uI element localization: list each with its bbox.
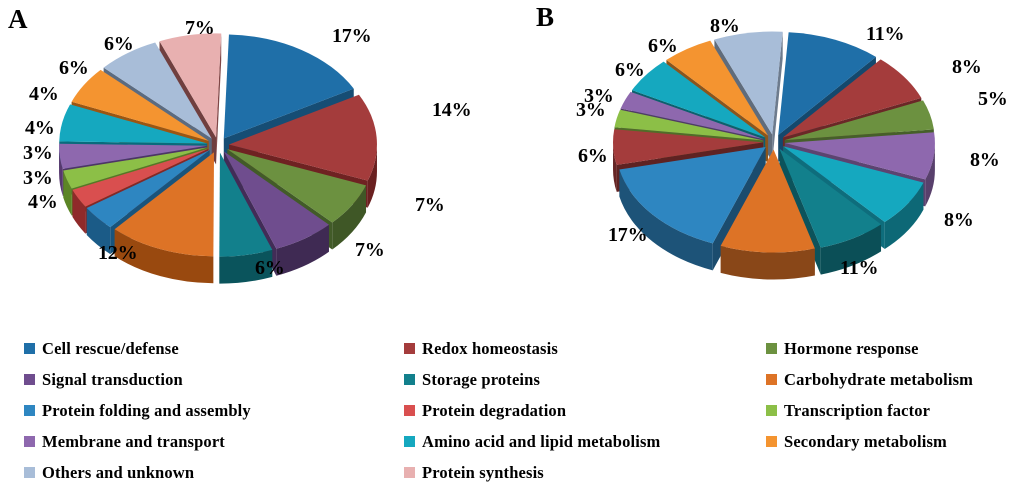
pie-percent-label: 8% (952, 56, 982, 78)
pie-percent-label: 3% (576, 99, 606, 121)
pie-chart-b (613, 31, 935, 280)
legend-item-label: Redox homeostasis (422, 338, 558, 358)
pie-percent-label: 8% (710, 15, 740, 37)
legend-item-label: Cell rescue/defense (42, 338, 179, 358)
legend-swatch-icon (24, 405, 35, 416)
panel-a-letter: A (8, 4, 28, 34)
legend-swatch-icon (404, 436, 415, 447)
legend-item-label: Amino acid and lipid metabolism (422, 431, 661, 451)
pie-percent-label: 8% (944, 209, 974, 231)
pie-percent-label: 12% (98, 242, 138, 264)
legend-swatch-icon (766, 436, 777, 447)
pie-percent-label: 3% (23, 167, 53, 189)
legend-item-label: Signal transduction (42, 369, 183, 389)
panel-b-letter: B (536, 2, 555, 32)
pie-percent-label: 14% (432, 99, 472, 121)
pie-percent-label: 7% (355, 239, 385, 261)
pie-percent-label: 11% (866, 23, 905, 45)
pie-percent-label: 3% (23, 142, 53, 164)
panel-b: B (512, 0, 1024, 320)
pie-percent-label: 6% (59, 57, 89, 79)
pie-percent-label: 8% (970, 149, 1000, 171)
legend-item-label: Secondary metabolism (784, 431, 947, 451)
legend-item[interactable]: Protein folding and assembly (24, 395, 404, 426)
legend-item[interactable]: Transcription factor (766, 395, 1024, 426)
pie-percent-label: 7% (415, 194, 445, 216)
legend-item-label: Protein folding and assembly (42, 400, 251, 420)
legend-swatch-icon (24, 467, 35, 478)
pie-percent-label: 17% (608, 224, 648, 246)
legend-swatch-icon (404, 374, 415, 385)
pie-percent-label: 4% (29, 83, 59, 105)
legend-swatch-icon (24, 374, 35, 385)
pie-percent-label: 6% (255, 257, 285, 279)
legend-item-label: Membrane and transport (42, 431, 225, 451)
legend-swatch-icon (766, 405, 777, 416)
legend-item-label: Protein synthesis (422, 462, 544, 482)
pie-percent-label: 7% (185, 17, 215, 39)
legend-item[interactable]: Storage proteins (404, 364, 764, 395)
legend-item[interactable]: Protein degradation (404, 395, 764, 426)
panel-a: A (0, 0, 512, 320)
legend-swatch-icon (766, 374, 777, 385)
legend-item-label: Transcription factor (784, 400, 931, 420)
legend-item[interactable]: Secondary metabolism (766, 426, 1024, 457)
legend-swatch-icon (404, 467, 415, 478)
pie-percent-label: 6% (578, 145, 608, 167)
legend-item[interactable]: Membrane and transport (24, 426, 404, 457)
legend-swatch-icon (766, 343, 777, 354)
legend-item[interactable]: Protein synthesis (404, 457, 764, 488)
legend-item[interactable]: Carbohydrate metabolism (766, 364, 1024, 395)
legend-swatch-icon (24, 436, 35, 447)
pie-percent-label: 3% (584, 85, 614, 107)
legend-item[interactable]: Signal transduction (24, 364, 404, 395)
pie-percent-label: 5% (978, 88, 1008, 110)
legend-item-label: Others and unknown (42, 462, 195, 482)
pie-percent-label: 17% (332, 25, 372, 47)
legend-item[interactable]: Hormone response (766, 333, 1024, 364)
pie-percent-label: 6% (104, 33, 134, 55)
legend-swatch-icon (24, 343, 35, 354)
legend-item[interactable]: Redox homeostasis (404, 333, 764, 364)
legend-swatch-icon (404, 405, 415, 416)
pie-chart-a (59, 33, 377, 284)
legend-item-label: Storage proteins (422, 369, 541, 389)
legend-item[interactable]: Others and unknown (24, 457, 404, 488)
pie-percent-label: 4% (25, 117, 55, 139)
pie-percent-label: 4% (28, 191, 58, 213)
legend-item[interactable]: Cell rescue/defense (24, 333, 404, 364)
legend-item-label: Carbohydrate metabolism (784, 369, 974, 389)
pie-percent-label: 11% (840, 257, 879, 279)
legend-item[interactable]: Amino acid and lipid metabolism (404, 426, 764, 457)
pie-percent-label: 6% (648, 35, 678, 57)
legend-swatch-icon (404, 343, 415, 354)
legend-item-label: Protein degradation (422, 400, 567, 420)
pie-percent-label: 6% (615, 59, 645, 81)
legend-item-label: Hormone response (784, 338, 919, 358)
